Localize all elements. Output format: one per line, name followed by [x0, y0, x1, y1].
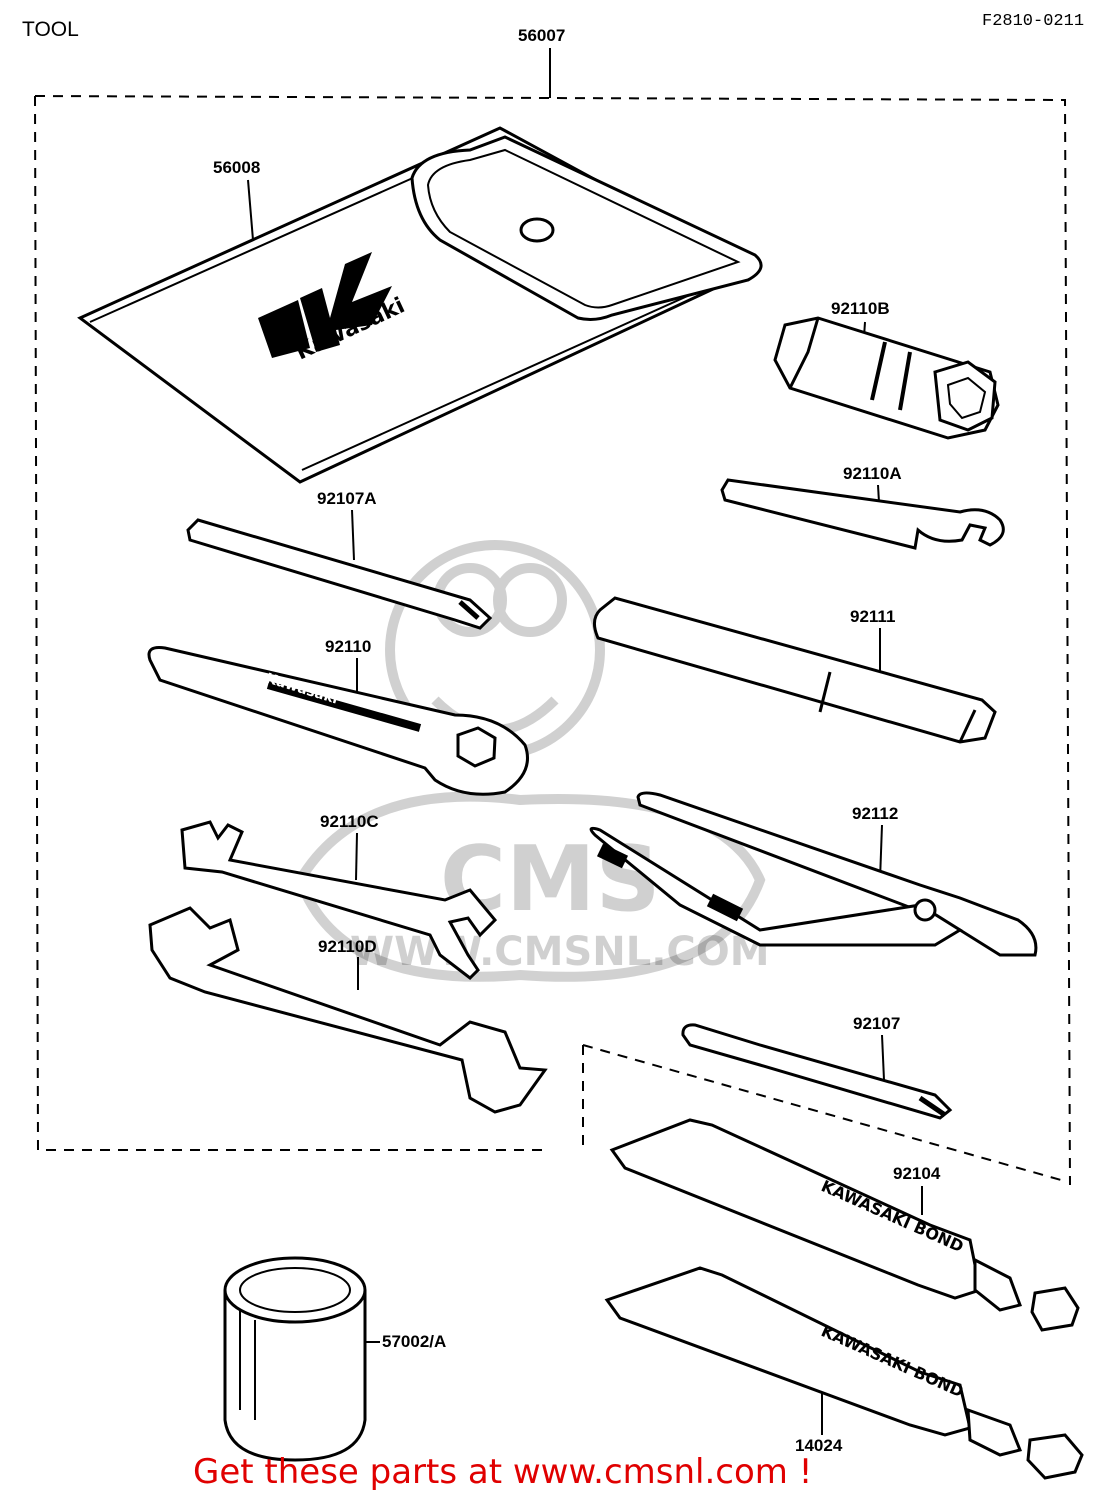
cms-watermark-text: CMS WWW.CMSNL.COM	[350, 827, 770, 975]
part-label-92110d[interactable]: 92110D	[318, 937, 377, 956]
part-label-92107[interactable]: 92107	[853, 1014, 901, 1033]
drawing-code: F2810-0211	[982, 12, 1085, 31]
part-label-92107a[interactable]: 92107A	[317, 489, 377, 508]
part-label-14024[interactable]: 14024	[795, 1436, 843, 1455]
part-label-56008[interactable]: 56008	[213, 158, 261, 177]
svg-text:WWW.CMSNL.COM: WWW.CMSNL.COM	[350, 929, 770, 975]
open-wrench-large	[148, 906, 548, 1114]
tool-pouch	[77, 126, 763, 484]
part-label-92104[interactable]: 92104	[893, 1164, 941, 1183]
box-wrench	[147, 646, 529, 796]
page-title: TOOL	[22, 18, 79, 41]
screwdriver-phillips	[681, 1023, 953, 1120]
bond-tube-upper	[609, 1118, 1080, 1332]
part-label-92110b[interactable]: 92110B	[831, 299, 890, 318]
part-label-92112[interactable]: 92112	[852, 804, 899, 823]
part-label-92110[interactable]: 92110	[325, 637, 372, 656]
part-label-92110c[interactable]: 92110C	[320, 812, 379, 831]
open-wrench-small	[180, 820, 498, 980]
tool-handle	[593, 596, 997, 744]
bond-tube-lower	[604, 1266, 1084, 1480]
pliers	[589, 791, 1038, 957]
part-label-56007[interactable]: 56007	[518, 26, 566, 45]
hook-spanner	[720, 478, 1005, 550]
screwdriver-flat	[186, 518, 493, 630]
plug-wrench	[773, 316, 1000, 440]
part-label-92110a[interactable]: 92110A	[843, 464, 902, 483]
grease-tin	[223, 1256, 367, 1462]
kit-boundary	[34, 95, 1071, 1186]
part-label-92111[interactable]: 92111	[850, 607, 896, 626]
tube-boundary	[582, 1044, 1069, 1183]
footer-link[interactable]: Get these parts at www.cmsnl.com !	[193, 1452, 813, 1492]
part-label-57002a[interactable]: 57002/A	[382, 1332, 447, 1351]
